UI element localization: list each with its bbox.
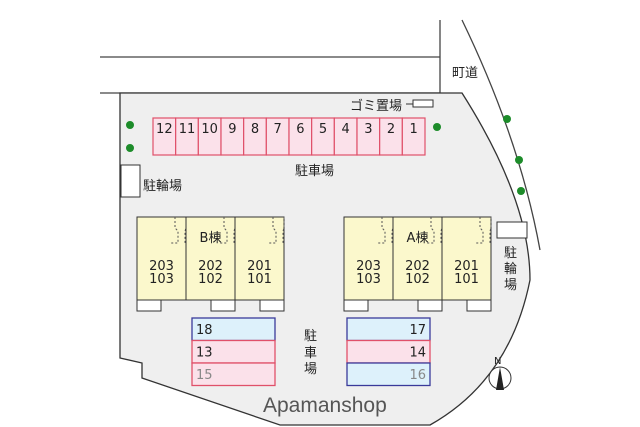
parking-space: 3 — [356, 117, 381, 156]
garbage-label: ゴミ置場 — [350, 98, 402, 114]
north-label: N — [494, 356, 501, 367]
parking-space-number: 2 — [387, 122, 395, 137]
trees — [126, 115, 525, 195]
lower-right-parking: 17 14 16 — [346, 317, 431, 387]
parking-space-number: 13 — [196, 346, 213, 361]
garbage-station — [412, 99, 434, 108]
bike-label-char: 駐 — [504, 246, 517, 261]
unit-upper: 203 — [356, 259, 381, 274]
bike-parking-left-label: 駐輪場 — [143, 178, 182, 194]
parking-space-number: 5 — [319, 122, 327, 137]
parking-space-number: 4 — [342, 122, 350, 137]
building-name: A棟 — [407, 231, 429, 246]
parking-space: 16 — [346, 362, 431, 387]
unit-lower: 101 — [454, 272, 479, 287]
parking-space: 11 — [175, 117, 199, 156]
parking-space-number: 15 — [196, 368, 213, 383]
lower-left-parking: 18 13 15 — [191, 317, 276, 387]
parking-space: 1 — [401, 117, 426, 156]
balcony — [466, 299, 492, 312]
balcony — [136, 299, 162, 312]
unit-upper: 201 — [247, 259, 272, 274]
parking-space-number: 9 — [228, 122, 236, 137]
tree-icon — [503, 115, 511, 123]
balcony — [259, 299, 285, 312]
unit-upper: 202 — [198, 259, 223, 274]
parking-space-number: 17 — [409, 323, 426, 338]
parking-space: 8 — [243, 117, 267, 156]
balcony — [210, 299, 236, 312]
parking-space: 9 — [220, 117, 245, 156]
parking-space-box — [401, 117, 426, 156]
center-parking-char: 車 — [304, 346, 317, 361]
parking-space-number: 8 — [251, 122, 259, 137]
tree-icon — [126, 144, 134, 152]
parking-space: 12 — [152, 117, 177, 156]
parking-space-box — [346, 362, 431, 387]
unit-upper: 201 — [454, 259, 479, 274]
center-parking-char: 駐 — [304, 329, 317, 344]
tree-icon — [126, 121, 134, 129]
parking-space: 10 — [197, 117, 222, 156]
parking-space: 2 — [379, 117, 403, 156]
road-label: 町道 — [452, 66, 478, 81]
building-outline — [343, 216, 492, 301]
tree-icon — [433, 123, 441, 131]
unit-lower: 102 — [198, 272, 223, 287]
unit-upper: 203 — [149, 259, 174, 274]
parking-space: 14 — [346, 339, 431, 364]
building-name: B棟 — [200, 231, 222, 246]
parking-space-box — [191, 362, 276, 387]
bike-label-char: 輪 — [504, 261, 517, 277]
parking-space-number: 10 — [201, 122, 218, 137]
stair-outline — [475, 217, 492, 244]
unit-lower: 103 — [149, 272, 174, 287]
balcony — [343, 299, 369, 312]
bike-label-char: 場 — [504, 278, 517, 293]
building-outline — [136, 216, 285, 301]
parking-space-number: 1 — [410, 122, 418, 137]
parking-space: 17 — [346, 317, 431, 342]
parking-space: 4 — [333, 117, 358, 156]
parking-space-number: 14 — [409, 346, 426, 361]
stair-outline — [268, 217, 285, 244]
top-parking-label: 駐車場 — [295, 164, 334, 179]
watermark: Apamanshop — [263, 394, 387, 417]
parking-space-number: 16 — [409, 368, 426, 383]
parking-space-number: 11 — [179, 122, 196, 137]
parking-space: 15 — [191, 362, 276, 387]
balcony — [417, 299, 443, 312]
north-arrow-icon: N — [488, 356, 512, 390]
parking-space-number: 6 — [296, 122, 304, 137]
parking-space-number: 18 — [196, 323, 213, 338]
parking-space: 5 — [311, 117, 335, 156]
unit-lower: 103 — [356, 272, 381, 287]
bike-shed-right — [496, 221, 528, 239]
center-parking-char: 場 — [304, 362, 317, 377]
unit-lower: 101 — [247, 272, 272, 287]
bike-shed-left — [120, 164, 141, 198]
tree-icon — [515, 156, 523, 164]
unit-upper: 202 — [405, 259, 430, 274]
parking-space-number: 3 — [364, 122, 372, 137]
parking-space: 7 — [265, 117, 290, 156]
parking-space: 18 — [191, 317, 276, 342]
road-edge-right — [461, 19, 541, 251]
parking-space-number: 12 — [156, 122, 173, 137]
parking-space: 6 — [288, 117, 313, 156]
tree-icon — [517, 187, 525, 195]
unit-lower: 102 — [405, 272, 430, 287]
parking-space-number: 7 — [274, 122, 282, 137]
parking-space: 13 — [191, 339, 276, 364]
